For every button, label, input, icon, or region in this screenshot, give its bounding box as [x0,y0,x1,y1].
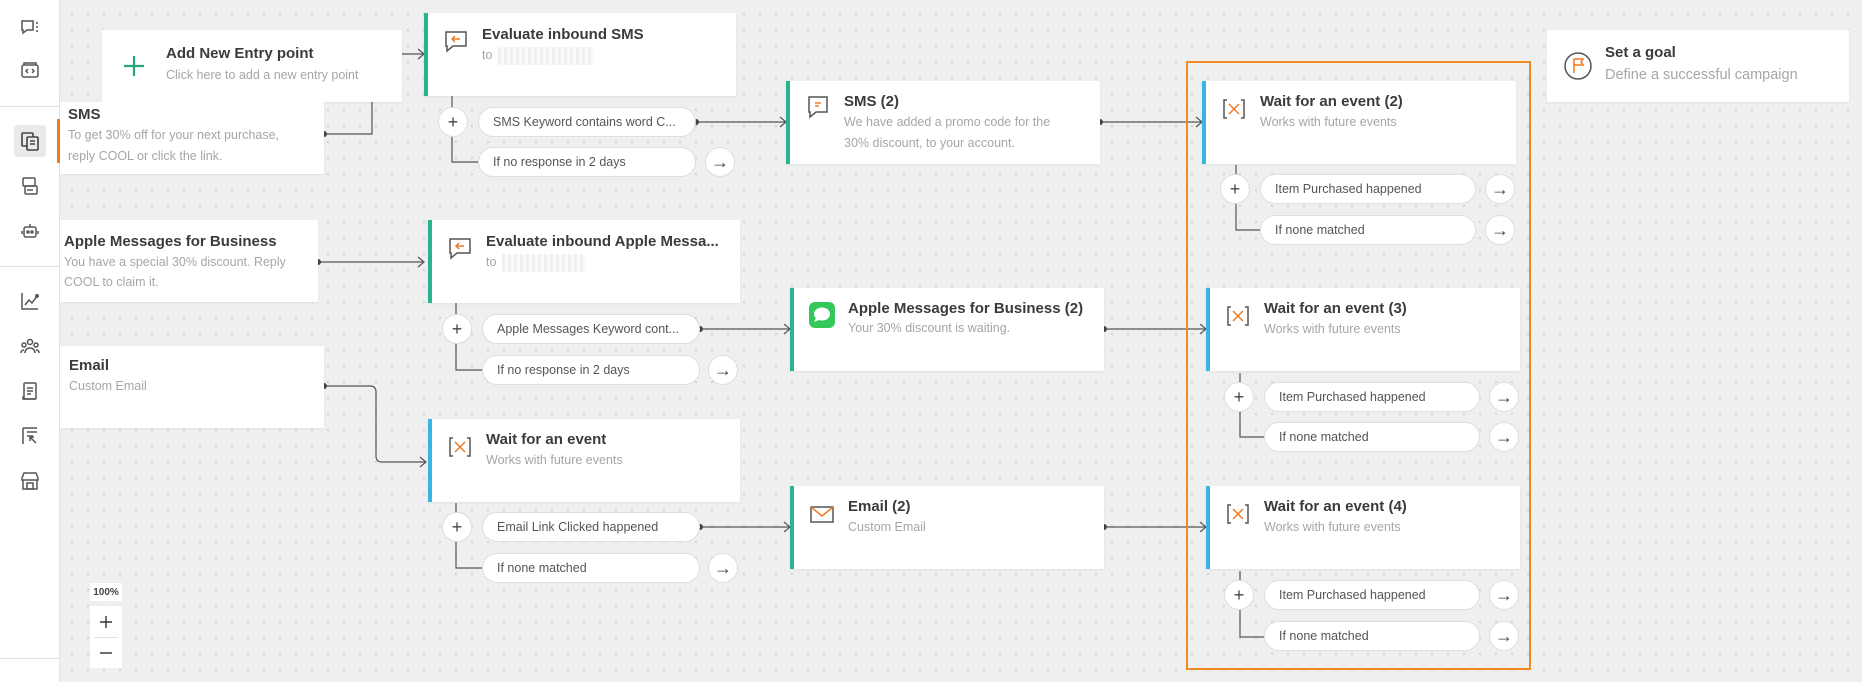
arrow-right-icon[interactable]: → [708,355,738,385]
arrow-right-icon[interactable]: → [705,147,735,177]
evaluate-apple-title: Evaluate inbound Apple Messa... [486,233,719,250]
left-sidebar [0,0,60,682]
sms-entry-line2: reply COOL or click the link. [68,149,223,163]
none-matched-branch[interactable]: If none matched [1264,422,1480,452]
wait-event-icon [1224,500,1252,528]
evaluate-sms-title: Evaluate inbound SMS [482,26,644,43]
apple-keyword-branch[interactable]: Apple Messages Keyword cont... [482,314,700,344]
arrow-right-icon[interactable]: → [708,553,738,583]
journeys-icon[interactable] [14,119,60,163]
templates-icon[interactable] [14,170,46,202]
zoom-controls [90,606,122,668]
logs-icon[interactable] [14,375,46,407]
add-branch-button[interactable]: + [438,107,468,137]
evaluate-sms-card[interactable]: Evaluate inbound SMS to [424,13,736,96]
wait-event-subtitle: Works with future events [486,453,623,467]
wait3-subtitle: Works with future events [1264,322,1401,336]
email2-subtitle: Custom Email [848,520,926,534]
sms-keyword-branch[interactable]: SMS Keyword contains word C... [478,107,696,137]
wait2-subtitle: Works with future events [1260,115,1397,129]
sms2-line2: 30% discount, to your account. [844,136,1015,150]
email-entry-subtitle: Custom Email [69,379,147,393]
none-matched-branch[interactable]: If none matched [1260,215,1476,245]
arrow-right-icon[interactable]: → [1489,422,1519,452]
wait-event-card[interactable]: Wait for an event Works with future even… [428,419,740,502]
wait-event-icon [1224,302,1252,330]
zoom-out-button[interactable] [90,637,122,668]
goal-title: Set a goal [1605,44,1676,61]
chat-settings-icon[interactable] [14,12,46,44]
add-entry-title: Add New Entry point [166,45,314,62]
evaluate-apple-card[interactable]: Evaluate inbound Apple Messa... to [428,220,740,303]
email-none-branch[interactable]: If none matched [482,553,700,583]
plus-icon [120,52,148,80]
apple-entry-card[interactable]: Apple Messages for Business You have a s… [60,220,318,302]
none-matched-branch[interactable]: If none matched [1264,621,1480,651]
email-entry-title: Email [69,357,110,374]
arrow-right-icon[interactable]: → [1489,382,1519,412]
zoom-in-button[interactable] [90,606,122,637]
analytics-icon[interactable] [14,285,46,317]
item-purchased-branch[interactable]: Item Purchased happened [1260,174,1476,204]
wait4-subtitle: Works with future events [1264,520,1401,534]
add-branch-button[interactable]: + [442,314,472,344]
wait4-card[interactable]: Wait for an event (4) Works with future … [1206,486,1520,569]
apple-entry-title: Apple Messages for Business [64,233,277,250]
audience-icon[interactable] [14,330,46,362]
apple-no-response-branch[interactable]: If no response in 2 days [482,355,700,385]
wait3-card[interactable]: Wait for an event (3) Works with future … [1206,288,1520,371]
item-purchased-branch[interactable]: Item Purchased happened [1264,382,1480,412]
email2-card[interactable]: Email (2) Custom Email [790,486,1104,569]
sms-entry-line1: To get 30% off for your next purchase, [68,128,280,142]
add-entry-subtitle: Click here to add a new entry point [166,68,359,82]
wait-event-icon [446,433,474,461]
apple-messages-icon [808,301,836,329]
set-goal-card[interactable]: Set a goal Define a successful campaign [1547,30,1849,102]
add-branch-button[interactable]: + [1224,382,1254,412]
arrow-right-icon[interactable]: → [1489,621,1519,651]
wait-event-title: Wait for an event [486,431,607,448]
sms2-line1: We have added a promo code for the [844,115,1051,129]
apple2-title: Apple Messages for Business (2) [848,300,1084,317]
sms-entry-card[interactable]: SMS To get 30% off for your next purchas… [60,102,324,174]
zoom-level: 100% [90,583,122,601]
sms2-card[interactable]: SMS (2) We have added a promo code for t… [786,81,1100,164]
sms-entry-title: SMS [68,106,101,123]
wait4-title: Wait for an event (4) [1264,498,1407,515]
evaluate-sms-to: to [482,45,595,66]
email-link-branch[interactable]: Email Link Clicked happened [482,512,700,542]
code-card-icon[interactable] [14,55,46,87]
arrow-right-icon[interactable]: → [1485,174,1515,204]
arrow-right-icon[interactable]: → [1489,580,1519,610]
apple2-subtitle: Your 30% discount is waiting. [848,321,1011,335]
envelope-icon [808,500,836,528]
wait-event-icon [1220,95,1248,123]
add-entry-point-card[interactable]: Add New Entry point Click here to add a … [102,30,402,102]
add-branch-button[interactable]: + [442,512,472,542]
flag-icon [1563,51,1592,80]
apple-entry-line2: COOL to claim it. [64,275,159,289]
store-icon[interactable] [14,465,46,497]
goal-subtitle: Define a successful campaign [1605,67,1798,83]
add-branch-button[interactable]: + [1220,174,1250,204]
arrow-right-icon[interactable]: → [1485,215,1515,245]
evaluate-apple-to: to [486,252,587,273]
wait3-title: Wait for an event (3) [1264,300,1407,317]
email-entry-card[interactable]: Email Custom Email [60,346,324,428]
add-branch-button[interactable]: + [1224,580,1254,610]
bot-icon[interactable] [14,215,46,247]
sms-no-response-branch[interactable]: If no response in 2 days [478,147,696,177]
apple2-card[interactable]: Apple Messages for Business (2) Your 30%… [790,288,1104,371]
email2-title: Email (2) [848,498,911,515]
import-icon[interactable] [14,420,46,452]
sms-reply-icon [442,27,470,55]
item-purchased-branch[interactable]: Item Purchased happened [1264,580,1480,610]
sms-icon [804,93,832,121]
apple-entry-line1: You have a special 30% discount. Reply [64,255,286,269]
message-reply-icon [446,234,474,262]
sms2-title: SMS (2) [844,93,900,110]
wait2-card[interactable]: Wait for an event (2) Works with future … [1202,81,1516,164]
wait2-title: Wait for an event (2) [1260,93,1403,110]
